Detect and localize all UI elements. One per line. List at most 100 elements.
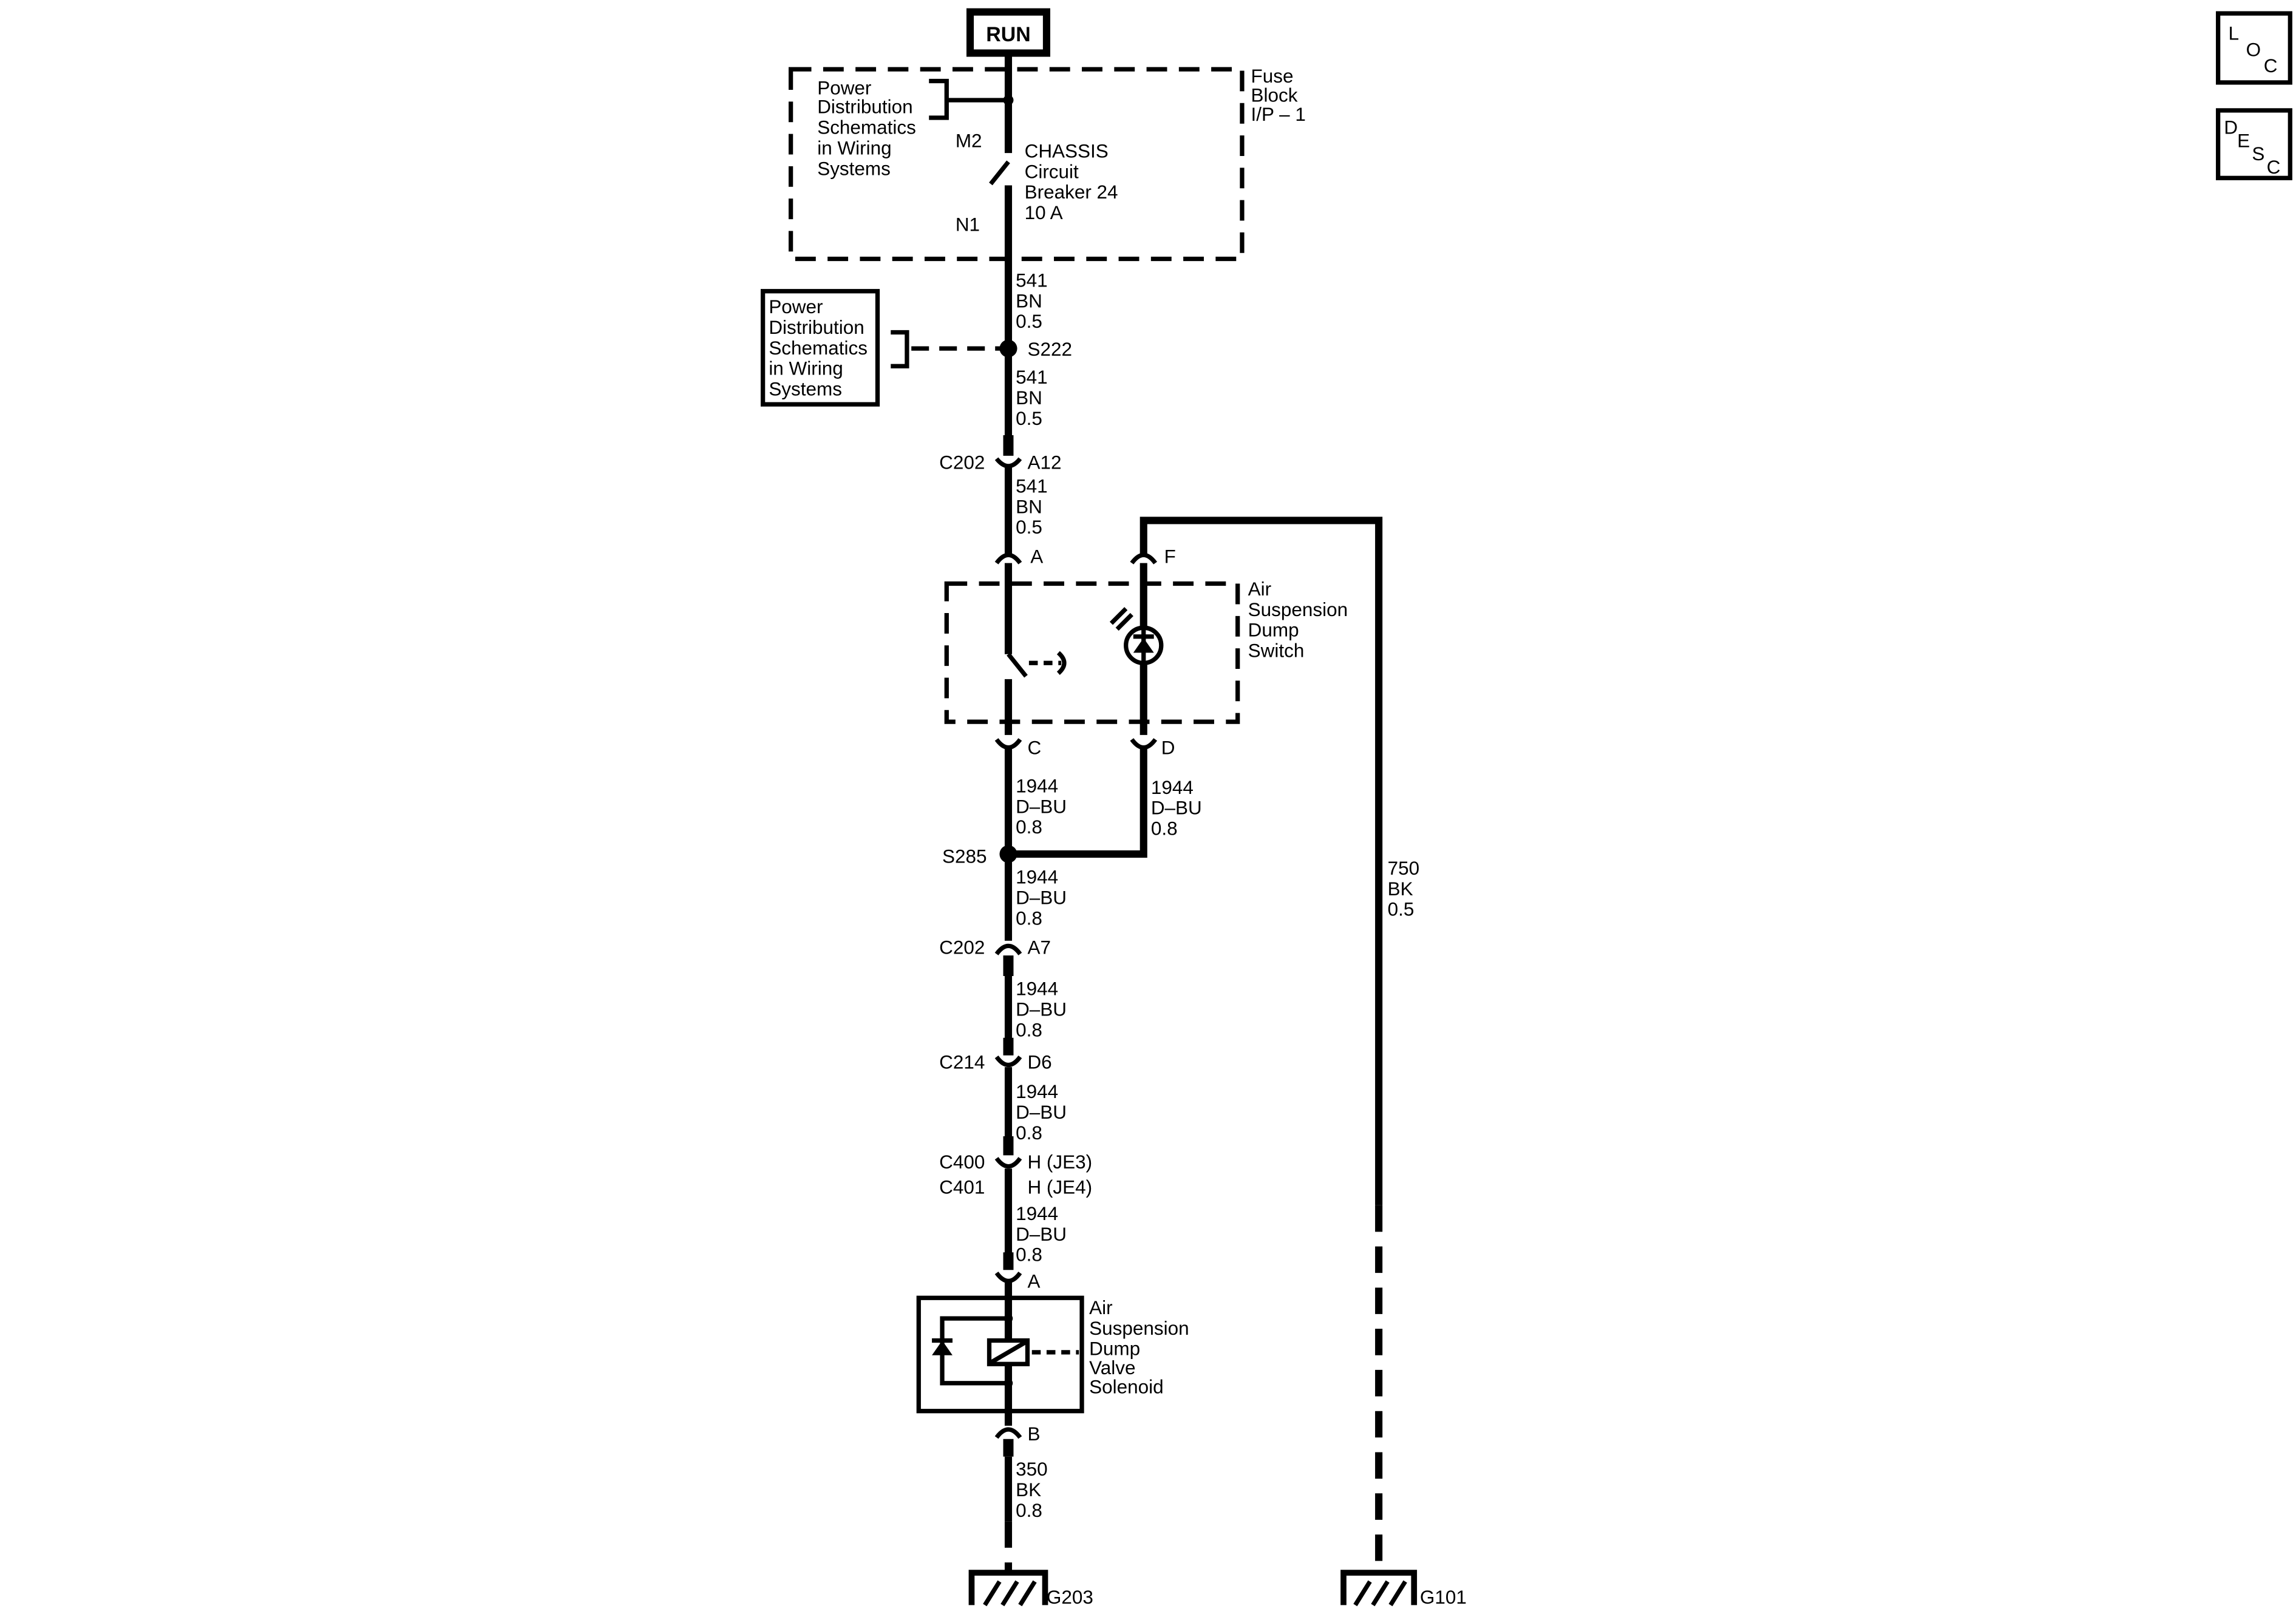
svg-text:Distribution: Distribution [769,317,864,338]
svg-text:E: E [2237,130,2250,151]
svg-text:H (JE3): H (JE3) [1027,1151,1092,1173]
circuit-1944-label-2: 1944 D–BU 0.8 [1151,777,1202,839]
svg-text:*: * [1004,141,1012,164]
air-suspension-dump-valve-solenoid[interactable]: Air Suspension Dump Valve Solenoid [916,1281,1189,1426]
svg-text:0.8: 0.8 [1016,1244,1042,1266]
svg-text:C: C [1027,737,1041,758]
svg-text:Fuse: Fuse [1251,66,1293,87]
connector-solenoid-b: B [994,1423,1040,1457]
svg-text:BN: BN [1016,387,1042,408]
splice-s222 [999,339,1017,358]
svg-text:A12: A12 [1027,452,1061,473]
svg-text:1944: 1944 [1016,1203,1058,1224]
connector-c400-c401: C400 H (JE3) C401 H (JE4) [939,1136,1092,1198]
svg-text:Distribution: Distribution [817,97,912,118]
circuit-750-wire [1140,517,1383,1205]
circuit-1944-label-4: 1944 D–BU 0.8 [1016,978,1067,1040]
svg-text:D–BU: D–BU [1016,1102,1067,1123]
svg-text:Valve: Valve [1089,1357,1135,1378]
svg-text:0.5: 0.5 [1016,408,1042,429]
connector-c202-a12: C202 A12 [939,435,1061,473]
svg-text:CHASSIS: CHASSIS [1025,140,1109,161]
circuit-1944-label-1: 1944 D–BU 0.8 [1016,775,1067,838]
circuit-1944-label-3: 1944 D–BU 0.8 [1016,866,1067,929]
circuit-750-label: 750 BK 0.5 [1388,858,1420,920]
splice-s285 [999,845,1017,863]
svg-text:D–BU: D–BU [1016,998,1067,1020]
svg-text:Circuit: Circuit [1025,161,1079,182]
desc-button[interactable]: D E S C [2216,108,2292,180]
svg-text:C214: C214 [939,1052,985,1073]
ground-g203-icon: G203 [968,1570,1093,1608]
svg-text:Schematics: Schematics [769,337,868,359]
svg-text:C202: C202 [939,452,985,473]
circuit-541-label-3: 541 BN 0.5 [1016,475,1048,538]
svg-text:541: 541 [1016,367,1048,388]
svg-text:C400: C400 [939,1151,985,1173]
svg-text:H (JE4): H (JE4) [1027,1176,1092,1198]
svg-text:Schematics: Schematics [817,117,916,138]
svg-text:S285: S285 [942,846,987,867]
circuit-541-label-2: 541 BN 0.5 [1016,367,1048,429]
svg-text:0.5: 0.5 [1016,311,1042,332]
svg-text:I/P – 1: I/P – 1 [1251,104,1305,125]
svg-text:1944: 1944 [1016,866,1058,887]
svg-text:Solenoid: Solenoid [1089,1377,1163,1398]
svg-text:Power: Power [817,77,871,98]
svg-text:Breaker 24: Breaker 24 [1025,181,1118,203]
svg-text:C202: C202 [939,937,985,958]
svg-text:10 A: 10 A [1025,202,1063,223]
run-label: RUN [986,23,1030,46]
circuit-breaker-icon: * [989,141,1013,353]
svg-text:D–BU: D–BU [1016,796,1067,817]
run-power-box: RUN [966,8,1050,57]
svg-text:0.5: 0.5 [1388,899,1415,920]
svg-text:0.8: 0.8 [1016,907,1042,929]
svg-text:Suspension: Suspension [1089,1318,1189,1339]
svg-text:L: L [2229,23,2240,44]
svg-text:A: A [1030,546,1043,568]
svg-text:O: O [2246,39,2261,60]
svg-text:in Wiring: in Wiring [817,138,891,159]
loc-button[interactable]: L O C [2216,11,2292,85]
svg-text:G203: G203 [1047,1587,1093,1608]
svg-text:Block: Block [1251,84,1297,106]
svg-text:A: A [1027,1270,1040,1292]
svg-text:C: C [2267,157,2281,178]
svg-text:1944: 1944 [1016,978,1058,999]
svg-text:0.8: 0.8 [1016,816,1042,838]
svg-text:541: 541 [1016,270,1048,291]
connector-switch-a: A [994,546,1043,568]
svg-text:in Wiring: in Wiring [769,358,843,379]
svg-text:Switch: Switch [1248,640,1305,662]
svg-text:D–BU: D–BU [1016,1224,1067,1245]
svg-text:541: 541 [1016,475,1048,497]
svg-text:0.8: 0.8 [1016,1122,1042,1144]
svg-text:Systems: Systems [817,158,891,179]
svg-text:D: D [1161,737,1175,758]
svg-text:Dump: Dump [1089,1338,1140,1360]
air-suspension-dump-switch[interactable]: Air Suspension Dump Switch [944,563,1348,735]
connector-switch-f: F [1130,546,1176,568]
fuse-block: Fuse Block I/P – 1 [789,66,1306,262]
svg-text:Dump: Dump [1248,620,1299,641]
connector-c202-a7: C202 A7 [939,937,1051,977]
svg-text:0.8: 0.8 [1016,1500,1042,1521]
svg-text:G101: G101 [1420,1587,1467,1608]
svg-text:F: F [1164,546,1176,568]
svg-text:C401: C401 [939,1176,985,1198]
svg-text:D: D [2224,117,2238,138]
svg-text:Power: Power [769,296,823,317]
svg-text:C: C [2264,55,2278,76]
connector-switch-d: D [1130,737,1175,758]
svg-text:Air: Air [1248,578,1271,600]
svg-text:0.8: 0.8 [1016,1019,1042,1040]
pin-n1: N1 [956,214,980,235]
svg-text:Suspension: Suspension [1248,599,1348,620]
power-distribution-ref-left[interactable]: Power Distribution Schematics in Wiring … [760,289,909,407]
circuit-1944-label-5: 1944 D–BU 0.8 [1016,1081,1067,1144]
power-distribution-ref-top[interactable]: Power Distribution Schematics in Wiring … [817,77,1008,179]
svg-text:1944: 1944 [1016,775,1058,796]
